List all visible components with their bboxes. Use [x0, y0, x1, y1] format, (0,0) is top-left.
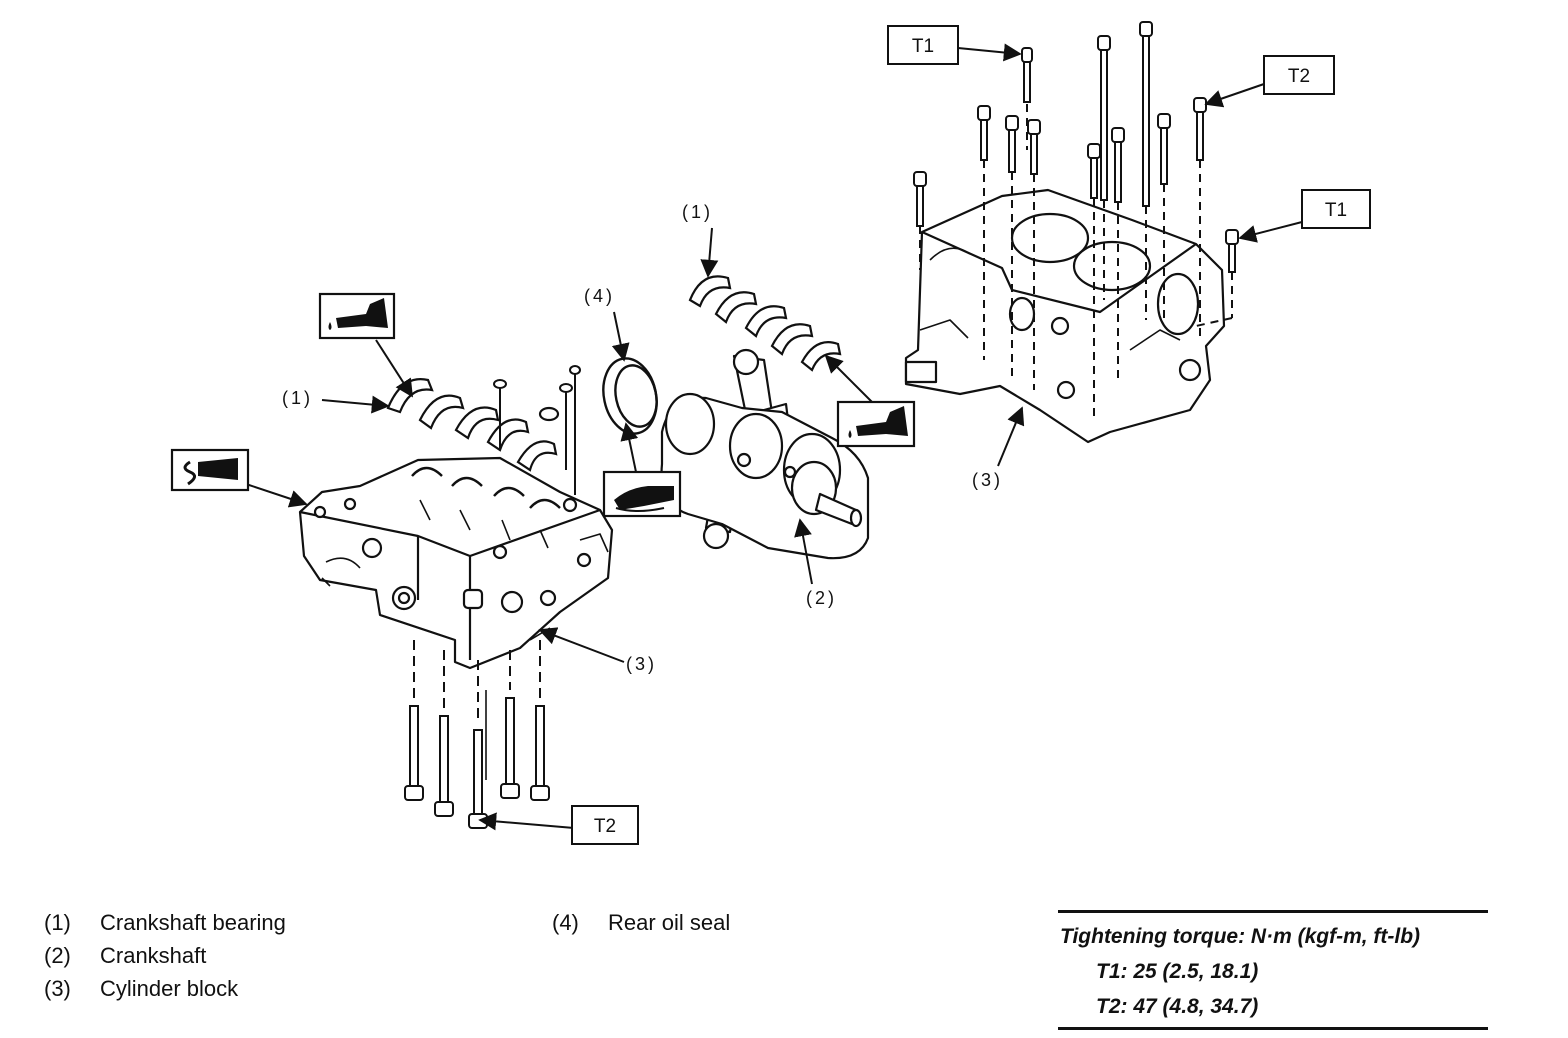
svg-text:T1: T1	[912, 36, 934, 57]
bolts-right-block	[913, 21, 1239, 420]
torque-spec-title: Tightening torque: N·m (kgf-m, ft-lb)	[1060, 925, 1421, 948]
svg-text:T1: T1	[1325, 200, 1347, 221]
crankshaft-bearing-right	[688, 275, 842, 372]
oil-can-icon	[836, 400, 916, 448]
callout-crankshaft: (2)	[806, 588, 837, 608]
callout-cylinder-block-left: (3)	[626, 654, 657, 674]
callout-crankshaft-bearing-left: (1)	[282, 388, 313, 408]
cylinder-block-left	[298, 456, 614, 670]
callout-cylinder-block-right: (3)	[972, 470, 1003, 490]
torque-spec-t1: T1: 25 (2.5, 18.1)	[1096, 960, 1259, 983]
legend-item: (3)Cylinder block	[44, 976, 239, 1001]
oil-can-icon	[318, 292, 396, 340]
crankshaft-bearing-left	[386, 378, 560, 472]
torque-spec-t2: T2: 47 (4.8, 34.7)	[1096, 995, 1259, 1018]
torque-tag-t1-right: T1	[1301, 189, 1371, 229]
torque-tag-t1-top: T1	[887, 25, 959, 65]
leader-lines	[245, 43, 1303, 831]
cylinder-block-right	[904, 188, 1226, 444]
torque-spec-box: Tightening torque: N·m (kgf-m, ft-lb) T1…	[1058, 910, 1488, 1030]
svg-text:T2: T2	[1288, 66, 1310, 87]
svg-text:T2: T2	[594, 816, 616, 837]
legend-item: (1)Crankshaft bearing	[44, 910, 286, 935]
legend-item: (4)Rear oil seal	[552, 910, 731, 935]
legend-item: (2)Crankshaft	[44, 943, 207, 968]
torque-tag-t2-top: T2	[1263, 55, 1335, 95]
rear-oil-seal	[602, 357, 658, 435]
callout-rear-oil-seal: (4)	[584, 286, 615, 306]
dowel-pins	[493, 365, 581, 495]
bolts-t2-left	[404, 640, 550, 829]
crankshaft	[660, 348, 870, 560]
torque-tag-t2-bottom: T2	[571, 805, 639, 845]
grease-hand-icon	[602, 470, 682, 518]
liquid-gasket-icon	[170, 448, 250, 492]
callout-crankshaft-bearing-right: (1)	[682, 202, 713, 222]
